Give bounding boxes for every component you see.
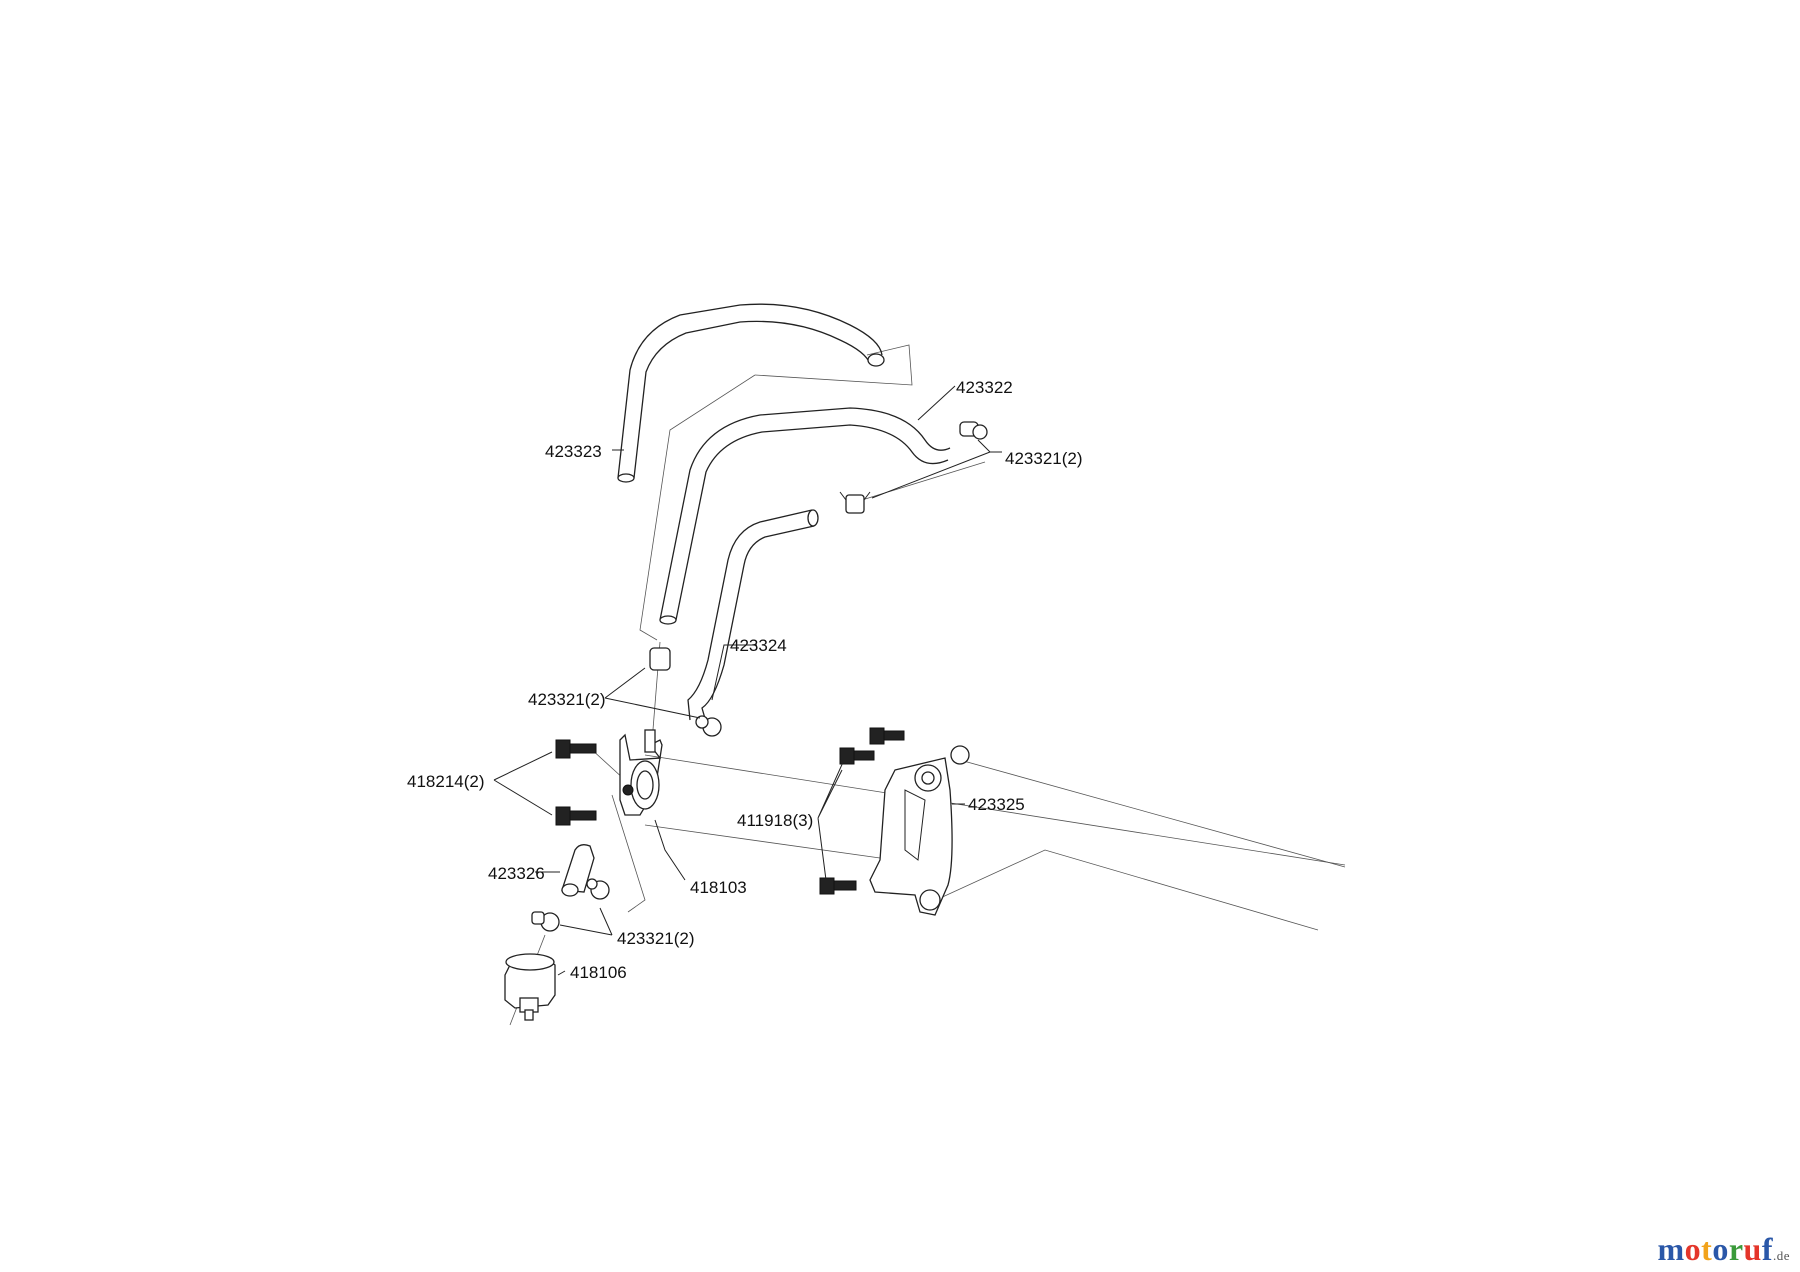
part-number-label: 418106 [570, 963, 627, 982]
leader-line [559, 907, 613, 936]
logo-letter: u [1743, 1231, 1762, 1267]
logo-letter: f [1761, 1231, 1773, 1267]
leader-line [557, 970, 566, 976]
hose-423322 [659, 407, 951, 625]
reference-line [924, 849, 1319, 931]
part-number-label: 423326 [488, 864, 545, 883]
part-number-label: 423321(2) [617, 929, 695, 948]
part-number-label: 423321(2) [1005, 449, 1083, 468]
clamp [695, 715, 722, 737]
part-number-label: 411918(3) [737, 811, 813, 830]
elbow-fitting-423326 [561, 844, 595, 897]
logo-letter: m [1657, 1231, 1685, 1267]
reference-line [611, 794, 646, 913]
part-number-label: 423324 [730, 636, 787, 655]
fuel-filter-418106 [504, 953, 556, 1021]
motoruf-logo: motoruf.de [1658, 1231, 1791, 1268]
bolt-411918 [869, 727, 905, 745]
bolt-411918 [839, 747, 875, 765]
bolt-418214 [555, 739, 597, 759]
reference-line [754, 344, 913, 386]
hose-423323 [617, 303, 885, 483]
leader-line [871, 439, 1002, 499]
logo-letter: t [1701, 1231, 1713, 1267]
reference-line [639, 374, 756, 641]
clamp [839, 491, 871, 514]
bolt-418214 [555, 806, 597, 826]
part-number-label: 418214(2) [407, 772, 485, 791]
leader-line [711, 644, 757, 701]
hose-423324 [687, 509, 819, 723]
logo-letter: o [1712, 1231, 1729, 1267]
part-number-label: 423322 [956, 378, 1013, 397]
logo-letter: o [1684, 1231, 1702, 1267]
part-number-label: 423321(2) [528, 690, 606, 709]
clamp [649, 647, 671, 671]
leader-line [493, 751, 553, 816]
fuel-pump-418103 [619, 729, 663, 816]
clamp [531, 911, 560, 932]
bolt-411918 [819, 877, 857, 895]
reference-line [959, 759, 1346, 868]
part-number-label: 423323 [545, 442, 602, 461]
part-number-label: 418103 [690, 878, 747, 897]
part-number-label: 423325 [968, 795, 1025, 814]
logo-letter: r [1728, 1231, 1744, 1267]
clamp [586, 878, 610, 900]
reference-line [644, 754, 1346, 866]
leader-line [917, 385, 956, 421]
leader-line [817, 759, 845, 881]
leader-line [654, 819, 686, 881]
leader-line [604, 667, 701, 719]
reference-line [644, 824, 881, 859]
bracket-423325 [869, 745, 970, 916]
clamp [959, 421, 988, 440]
logo-suffix: .de [1772, 1248, 1790, 1263]
